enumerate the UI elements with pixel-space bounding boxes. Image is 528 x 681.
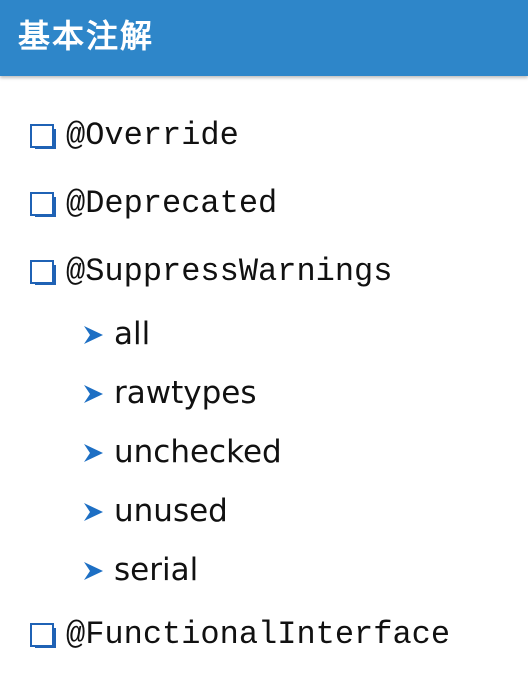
checkbox-bullet-icon bbox=[30, 182, 58, 226]
arrow-bullet-icon bbox=[82, 371, 106, 415]
checkbox-bullet-icon bbox=[30, 250, 58, 294]
list-item-functionalinterface: @FunctionalInterface bbox=[30, 613, 450, 657]
annotation-label: @Override bbox=[66, 117, 239, 154]
sub-item-all: all bbox=[82, 312, 150, 356]
list-item-override: @Override bbox=[30, 114, 239, 158]
suppress-value-label: unused bbox=[114, 493, 228, 529]
annotation-label: @Deprecated bbox=[66, 185, 278, 222]
arrow-bullet-icon bbox=[82, 312, 106, 356]
slide-title: 基本注解 bbox=[18, 17, 155, 55]
slide-header: 基本注解 bbox=[0, 0, 528, 76]
arrow-bullet-icon bbox=[82, 489, 106, 533]
sub-item-unused: unused bbox=[82, 489, 228, 533]
sub-item-serial: serial bbox=[82, 548, 198, 592]
checkbox-bullet-icon bbox=[30, 114, 58, 158]
suppress-value-label: rawtypes bbox=[114, 375, 257, 411]
list-item-suppresswarnings: @SuppressWarnings bbox=[30, 250, 392, 294]
annotation-label: @SuppressWarnings bbox=[66, 253, 393, 290]
arrow-bullet-icon bbox=[82, 430, 106, 474]
arrow-bullet-icon bbox=[82, 548, 106, 592]
sub-item-unchecked: unchecked bbox=[82, 430, 282, 474]
checkbox-bullet-icon bbox=[30, 613, 58, 657]
suppress-value-label: all bbox=[114, 316, 151, 352]
list-item-deprecated: @Deprecated bbox=[30, 182, 277, 226]
annotation-label: @FunctionalInterface bbox=[66, 616, 451, 653]
suppress-value-label: serial bbox=[114, 552, 199, 588]
sub-item-rawtypes: rawtypes bbox=[82, 371, 257, 415]
suppress-value-label: unchecked bbox=[114, 434, 282, 470]
